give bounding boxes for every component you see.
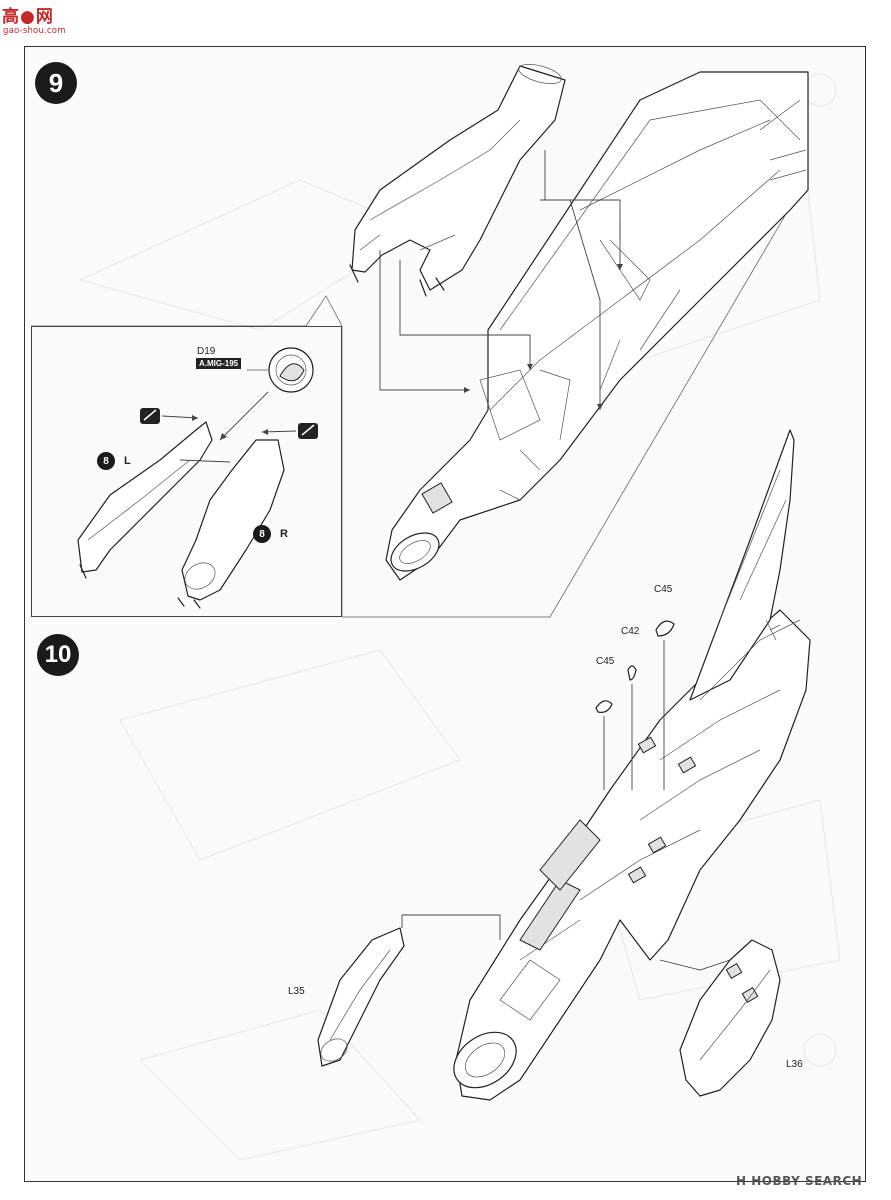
logo-icon: 高●网 — [2, 7, 54, 27]
bleed-through-ghost — [78, 73, 841, 1161]
logo-url: gao-shou.com — [3, 26, 66, 36]
step10-fuselage — [453, 429, 811, 1101]
step-badge-icon: 9 — [35, 62, 77, 104]
footer-watermark: H HOBBY SEARCH — [736, 1174, 863, 1188]
part-label-c45-top: C45 — [654, 584, 673, 595]
part-label-l36: L36 — [786, 1059, 803, 1070]
part-label-c45-lower: C45 — [596, 656, 615, 667]
step10-small-parts — [595, 620, 675, 790]
right-side-label: R — [280, 528, 288, 540]
part-label-d19: D19 — [197, 346, 216, 357]
step9-intake-duct — [349, 64, 566, 297]
site-logo: 高●网 gao-shou.com — [2, 2, 86, 42]
step9-fuselage — [385, 71, 809, 581]
left-ref-badge: 8 — [97, 452, 115, 470]
step9-inset-box — [31, 326, 342, 617]
left-side-label: L — [124, 455, 131, 467]
decal-ref-tag: A.MIG-195 — [196, 358, 242, 369]
right-ref-badge: 8 — [253, 525, 271, 543]
decal-icon — [140, 408, 318, 439]
part-label-l35: L35 — [288, 986, 305, 997]
part-label-c42: C42 — [621, 626, 640, 637]
step10-side-panels — [317, 914, 781, 1097]
step9-arrows — [379, 150, 623, 410]
step9-inset-drawing — [77, 347, 318, 609]
step-badge-icon: 10 — [37, 634, 79, 676]
